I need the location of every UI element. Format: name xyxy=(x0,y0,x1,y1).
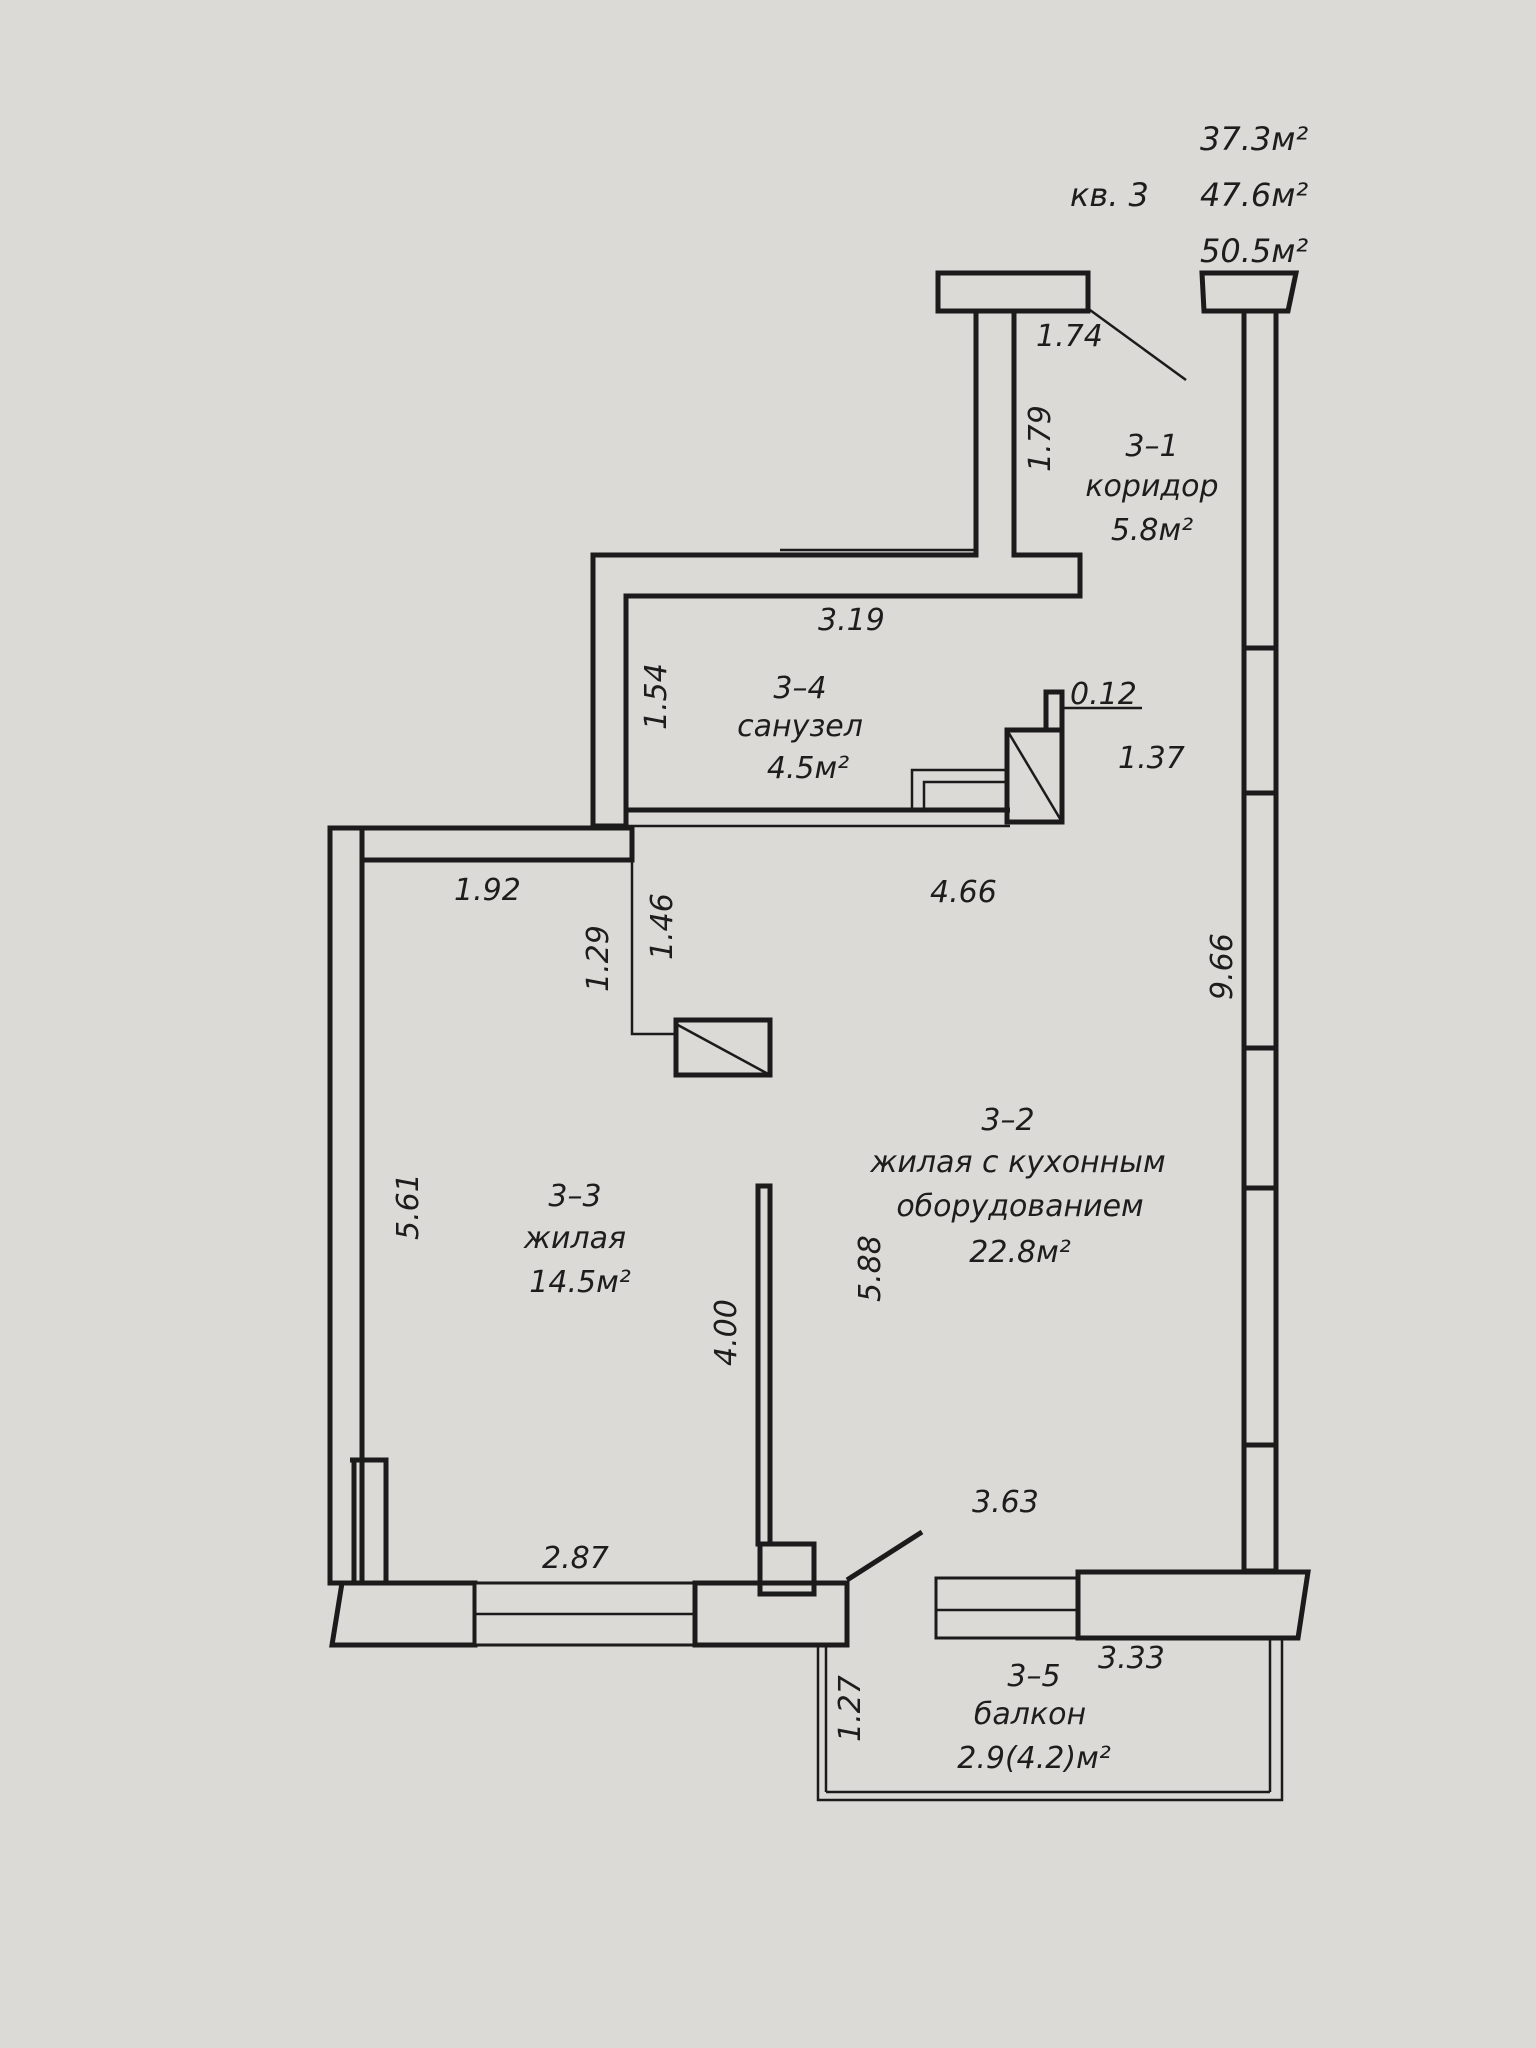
dim-1-37: 1.37 xyxy=(1118,741,1185,776)
dim-0-12: 0.12 xyxy=(1070,677,1137,712)
room-3-2-name-line1: жилая с кухонным xyxy=(869,1145,1165,1180)
entrance-wall-left xyxy=(935,270,1091,314)
walls xyxy=(327,270,1311,1802)
room-3-4-area: 4.5м² xyxy=(767,751,849,786)
dimensions: 1.74 1.79 3.19 1.54 0.12 1.37 1.92 4.66 … xyxy=(391,319,1240,1742)
right-window-2 xyxy=(1241,1045,1279,1191)
dim-1-46: 1.46 xyxy=(645,893,680,960)
apartment-header: кв. 3 37.3м² 47.6м² 50.5м² xyxy=(1070,120,1308,270)
dim-2-87: 2.87 xyxy=(542,1541,609,1576)
dim-1-29: 1.29 xyxy=(581,925,616,992)
vent-shaft-kitchen xyxy=(673,1017,773,1078)
room-3-3-area: 14.5м² xyxy=(529,1265,630,1300)
room-3-2-name-line2: оборудованием xyxy=(896,1189,1143,1224)
dim-4-66: 4.66 xyxy=(930,875,997,910)
vent-shaft-bathroom-diag xyxy=(1005,729,1064,823)
bathroom-fixture-inner xyxy=(922,780,1007,812)
entrance-door-leaf xyxy=(1089,308,1187,382)
area-total: 47.6м² xyxy=(1200,176,1308,214)
room-3-5-area: 2.9(4.2)м² xyxy=(957,1741,1111,1776)
dim-1-92: 1.92 xyxy=(454,873,521,908)
area-living: 37.3м² xyxy=(1200,120,1308,158)
dim-5-88: 5.88 xyxy=(853,1235,888,1302)
dim-9-66: 9.66 xyxy=(1205,933,1240,1000)
vent-shaft-nub xyxy=(1043,689,1065,733)
dim-1-74: 1.74 xyxy=(1036,319,1103,354)
dim-1-79: 1.79 xyxy=(1023,405,1058,472)
balcony-door-leaf xyxy=(845,1529,924,1583)
bottom-wall-center-pier xyxy=(692,1580,850,1648)
bottom-wall-left-pier xyxy=(329,1580,478,1648)
corridor-bathroom-wall xyxy=(590,308,1083,829)
dim-3-63: 3.63 xyxy=(972,1485,1039,1520)
left-outer-wall xyxy=(327,825,365,1586)
room-3-3-id: 3–3 xyxy=(548,1179,601,1214)
room-labels: 3–1 коридор 5.8м² 3–4 санузел 4.5м² 3–2 … xyxy=(523,429,1219,1776)
partition-column xyxy=(757,1541,817,1597)
room33-top-wall xyxy=(359,825,635,863)
dim-4-00: 4.00 xyxy=(709,1299,744,1366)
room-3-3-name: жилая xyxy=(523,1221,626,1256)
room-3-2-id: 3–2 xyxy=(981,1103,1034,1138)
room-3-1-id: 3–1 xyxy=(1125,429,1178,464)
left-window xyxy=(351,1457,389,1586)
kitchen-partition xyxy=(630,860,676,1036)
dim-5-61: 5.61 xyxy=(391,1173,426,1240)
room-3-4-id: 3–4 xyxy=(773,671,826,706)
room-3-1-name: коридор xyxy=(1085,469,1218,504)
room-3-2-area: 22.8м² xyxy=(969,1235,1070,1270)
dim-3-19: 3.19 xyxy=(818,603,885,638)
dim-1-54: 1.54 xyxy=(639,663,674,730)
balcony-door-window xyxy=(934,1576,1080,1640)
vent-shaft-kitchen-diag xyxy=(675,1022,771,1077)
room-3-5-name: балкон xyxy=(974,1697,1086,1732)
apartment-number: кв. 3 xyxy=(1070,176,1149,214)
room-3-4-name: санузел xyxy=(737,709,863,744)
room-3-5-id: 3–5 xyxy=(1007,1659,1060,1694)
right-window-1 xyxy=(1241,645,1279,796)
bottom-wall-right-pier xyxy=(1075,1569,1311,1641)
balcony-outline xyxy=(816,1638,1284,1802)
right-window-3 xyxy=(1241,1442,1279,1574)
entrance-wall-right xyxy=(1199,270,1300,314)
right-outer-wall xyxy=(1241,308,1279,1574)
room-partition xyxy=(755,1183,773,1547)
dim-3-33: 3.33 xyxy=(1098,1641,1165,1676)
bathroom-fixture xyxy=(910,768,1007,812)
area-with-balcony: 50.5м² xyxy=(1200,232,1308,270)
vent-shaft-bathroom xyxy=(1004,727,1065,825)
room-3-1-area: 5.8м² xyxy=(1111,513,1193,548)
dim-1-27: 1.27 xyxy=(833,1675,868,1742)
